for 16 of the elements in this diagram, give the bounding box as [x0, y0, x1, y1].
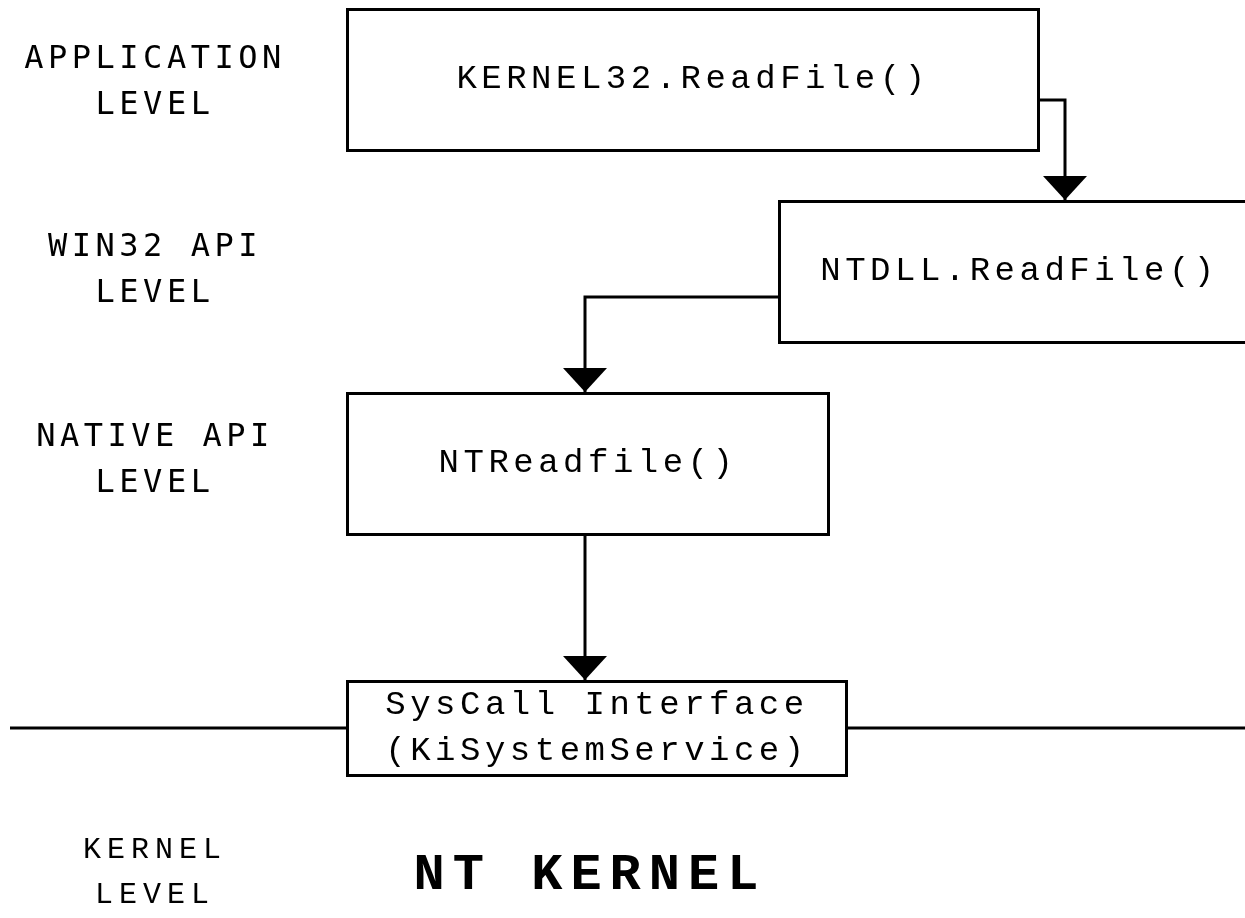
process-box: [346, 8, 1040, 152]
level-label: NATIVE API LEVEL: [35, 415, 275, 503]
arrow: [563, 536, 607, 680]
process-box: [346, 680, 848, 777]
arrow: [563, 295, 778, 392]
process-box: [346, 392, 830, 536]
box-label: KERNEL32.ReadFile(): [456, 59, 930, 101]
arrow: [1040, 98, 1087, 200]
level-label: WIN32 API LEVEL: [47, 225, 263, 313]
box-label: NTReadfile(): [438, 443, 738, 485]
kernel-title: NT KERNEL: [412, 845, 768, 907]
process-box: [778, 200, 1245, 344]
level-label: APPLICATION LEVEL: [23, 37, 287, 125]
box-label: NTDLL.ReadFile(): [820, 251, 1219, 293]
box-label: SysCall Interface (KiSystemService): [384, 684, 810, 772]
level-label: KERNEL LEVEL: [82, 832, 228, 914]
